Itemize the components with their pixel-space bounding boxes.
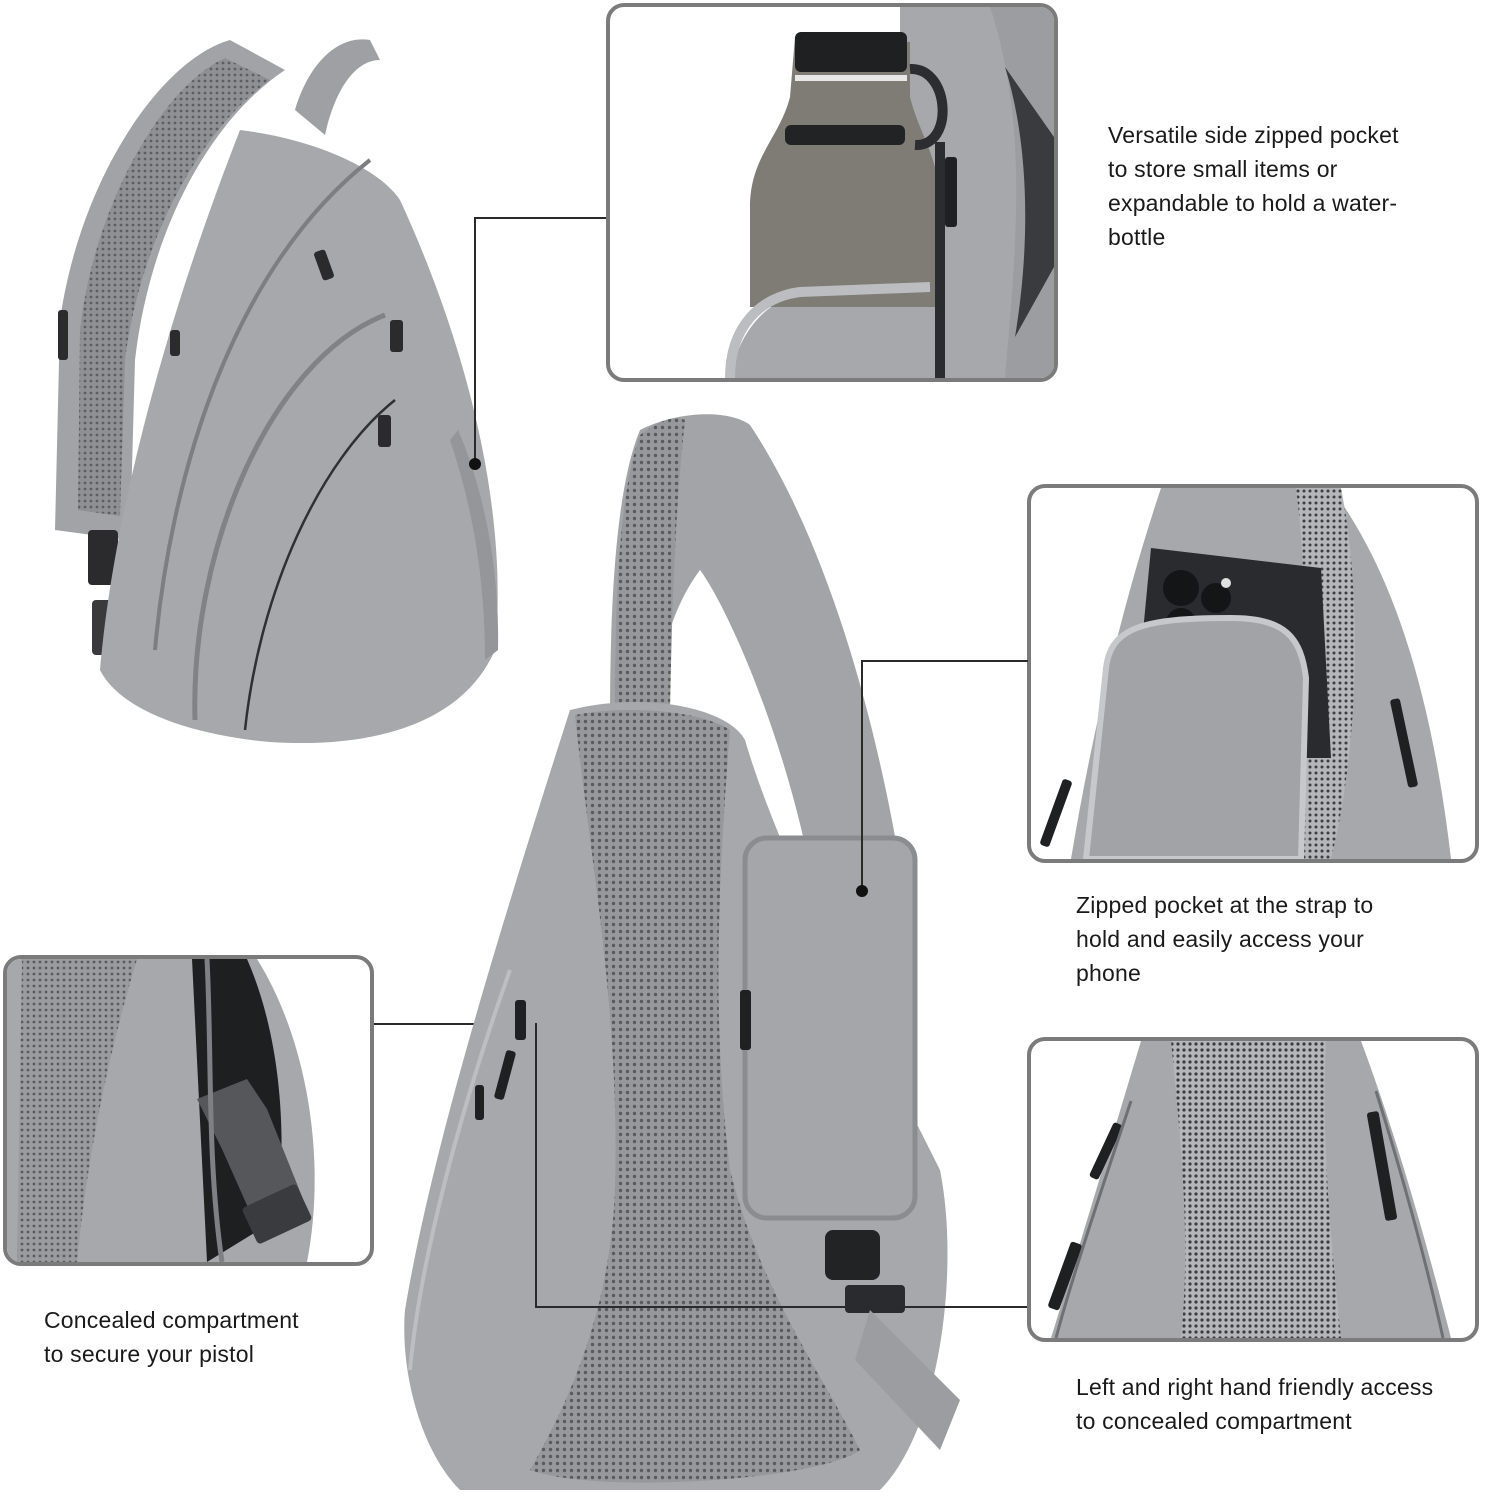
caption-water-bottle-pocket: Versatile side zipped pocket to store sm…	[1108, 122, 1399, 250]
connector-dot	[469, 458, 481, 470]
callout-frame-phone-pocket	[1027, 484, 1479, 863]
connector-line	[374, 1023, 534, 1025]
connector-line	[535, 1023, 537, 1307]
connector-line	[535, 1306, 1028, 1308]
connector-line	[474, 218, 476, 464]
caption-strap-phone-pocket: Zipped pocket at the strap to hold and e…	[1076, 892, 1374, 986]
caption-concealed-pistol: Concealed compartment to secure your pis…	[44, 1307, 299, 1367]
callout-frame-concealed-pistol	[3, 955, 374, 1266]
connector-line	[861, 660, 1028, 662]
connector-line	[474, 217, 610, 219]
callout-frame-ambidextrous-access	[1027, 1037, 1479, 1342]
caption-ambidextrous-access: Left and right hand friendly access to c…	[1076, 1374, 1434, 1434]
connector-dot	[856, 885, 868, 897]
product-image-front-view	[40, 30, 520, 750]
product-image-back-view	[400, 410, 980, 1500]
callout-frame-water-bottle	[606, 3, 1058, 382]
connector-line	[861, 660, 863, 890]
